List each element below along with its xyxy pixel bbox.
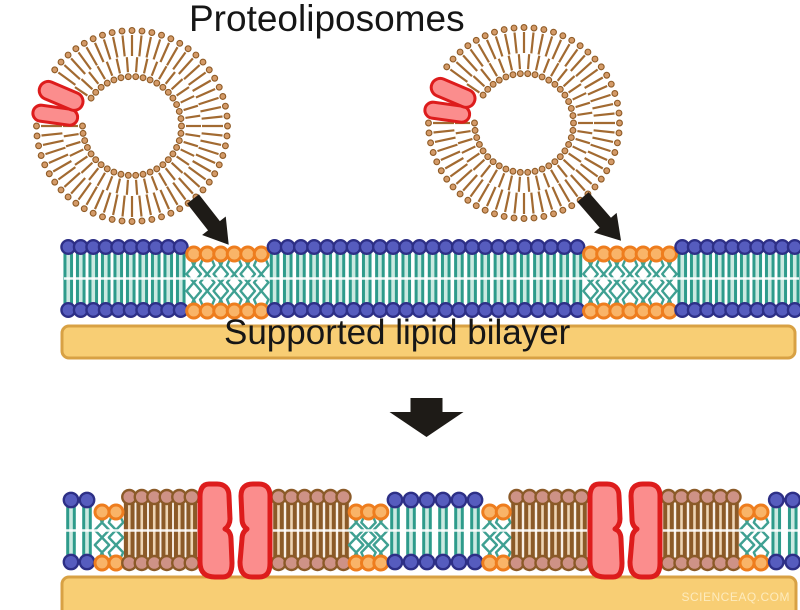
fusion-arrow-1 xyxy=(187,194,229,245)
process-arrow-down xyxy=(389,398,464,437)
fusion-arrow-2 xyxy=(577,192,622,241)
title-proteoliposomes: Proteoliposomes xyxy=(189,0,465,39)
membrane-protein xyxy=(37,79,85,112)
support-bar-2 xyxy=(60,575,798,610)
label-supported-lipid-bilayer: Supported lipid bilayer xyxy=(224,313,571,352)
proteoliposome-2 xyxy=(423,24,623,222)
fused-lipid-bilayer xyxy=(62,481,800,580)
membrane-protein xyxy=(587,481,625,580)
support-bar-1 xyxy=(60,324,797,360)
watermark-text: SCIENCEAQ.COM xyxy=(681,590,790,604)
membrane-protein xyxy=(237,481,273,580)
membrane-protein xyxy=(423,100,472,124)
supported-lipid-bilayer xyxy=(60,238,800,320)
membrane-protein xyxy=(627,481,663,580)
proteoliposome-1 xyxy=(31,27,231,225)
membrane-protein xyxy=(31,103,80,127)
membrane-protein xyxy=(429,76,477,109)
membrane-protein xyxy=(197,481,235,580)
